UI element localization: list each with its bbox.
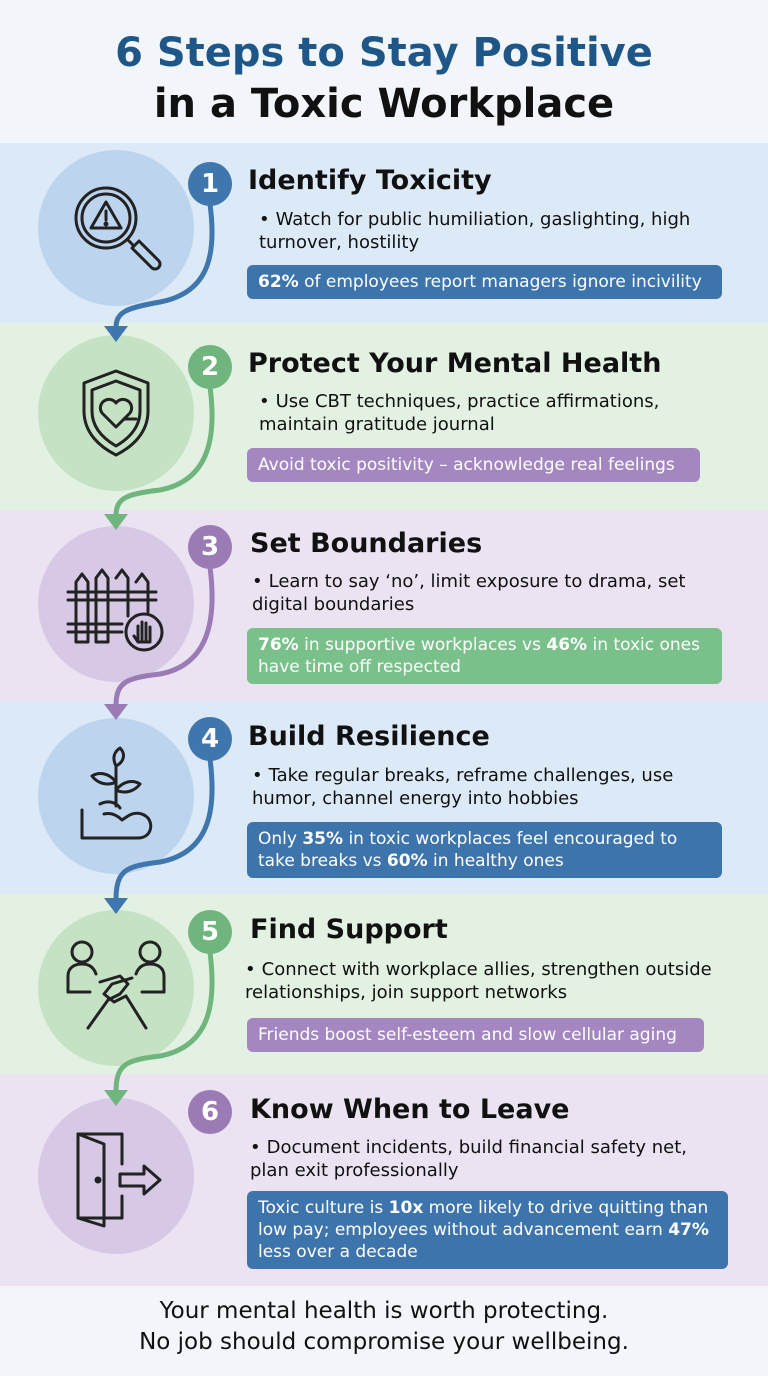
icon-circle	[38, 526, 194, 682]
handshake-people-icon	[66, 940, 166, 1030]
step-title: Set Boundaries	[250, 528, 483, 559]
plant-arm-icon	[80, 746, 153, 840]
icon-circle	[38, 910, 194, 1066]
step-title: Know When to Leave	[250, 1094, 570, 1125]
step-title: Build Resilience	[248, 721, 490, 752]
icon-circle	[38, 335, 194, 491]
step-bullet: •Learn to say ‘no’, limit exposure to dr…	[252, 571, 686, 615]
step-title: Find Support	[250, 914, 448, 945]
step-number-badge: 1	[188, 162, 232, 206]
step-title: Identify Toxicity	[248, 165, 492, 196]
footer-line-2: No job should compromise your wellbeing.	[139, 1329, 629, 1355]
footer-line-1: Your mental health is worth protecting.	[159, 1298, 609, 1324]
step-title: Protect Your Mental Health	[248, 348, 662, 379]
stat-callout: 76% in supportive workplaces vs 46% in t…	[247, 628, 722, 684]
title-line-1: 6 Steps to Stay Positive	[115, 30, 653, 76]
icon-circle	[38, 150, 194, 306]
exit-door-icon	[76, 1132, 162, 1228]
stat-callout: Toxic culture is 10x more likely to driv…	[247, 1191, 728, 1269]
page-title: 6 Steps to Stay Positive in a Toxic Work…	[0, 28, 768, 130]
icon-circle	[38, 1098, 194, 1254]
stat-callout: Only 35% in toxic workplaces feel encour…	[247, 822, 722, 878]
step-bullet: •Take regular breaks, reframe challenges…	[252, 765, 674, 809]
step-number-badge: 4	[188, 717, 232, 761]
step-number-badge: 2	[188, 345, 232, 389]
step-number-badge: 6	[188, 1090, 232, 1134]
shield-heart-icon	[82, 369, 150, 457]
fence-hand-icon	[66, 568, 164, 652]
step-bullet: •Connect with workplace allies, strength…	[245, 959, 712, 1003]
icon-circle	[38, 718, 194, 874]
step-bullet: •Use CBT techniques, practice affirmatio…	[259, 391, 660, 435]
stat-callout: Friends boost self-esteem and slow cellu…	[247, 1018, 704, 1052]
warning-magnifier-icon	[74, 186, 162, 271]
title-line-2: in a Toxic Workplace	[153, 81, 615, 127]
step-number-badge: 5	[188, 910, 232, 954]
stat-callout: Avoid toxic positivity – acknowledge rea…	[247, 448, 700, 482]
step-bullet: •Document incidents, build financial saf…	[250, 1137, 688, 1181]
footer-message: Your mental health is worth protecting. …	[0, 1296, 768, 1358]
step-bullet: •Watch for public humiliation, gaslighti…	[259, 209, 691, 253]
stat-callout: 62% of employees report managers ignore …	[247, 265, 722, 299]
step-number-badge: 3	[188, 525, 232, 569]
